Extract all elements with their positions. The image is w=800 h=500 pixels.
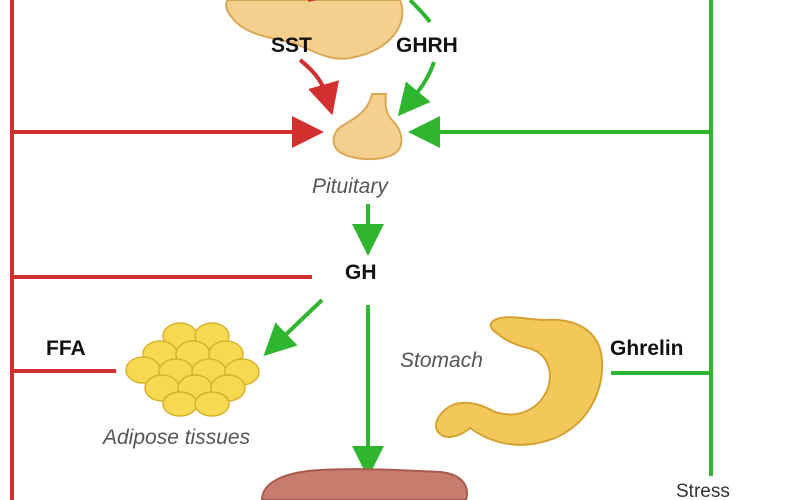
ghrh-top-stub <box>408 0 432 24</box>
ghrh-label: GHRH <box>396 34 458 57</box>
sst-label: SST <box>271 34 312 57</box>
adipose-label: Adipose tissues <box>103 426 251 449</box>
pituitary-gland-shape <box>332 93 403 161</box>
gh-to-adipose-arrow <box>263 298 324 357</box>
hypothalamus-shape <box>225 0 404 60</box>
liver-shape <box>260 468 468 500</box>
ghrh-arrow <box>397 61 436 117</box>
pituitary-label: Pituitary <box>312 175 388 198</box>
stress-label: Stress <box>676 481 730 500</box>
sst-arrow <box>298 58 339 116</box>
stimulation-pathway <box>263 0 713 478</box>
ffa-label: FFA <box>46 337 86 360</box>
gh-label: GH <box>345 261 377 284</box>
stomach-shape <box>435 316 604 446</box>
adipose-cells-shape <box>125 322 260 417</box>
ghrelin-label: Ghrelin <box>610 337 684 360</box>
stomach-label: Stomach <box>400 349 483 372</box>
inhibition-pathway <box>10 0 339 500</box>
